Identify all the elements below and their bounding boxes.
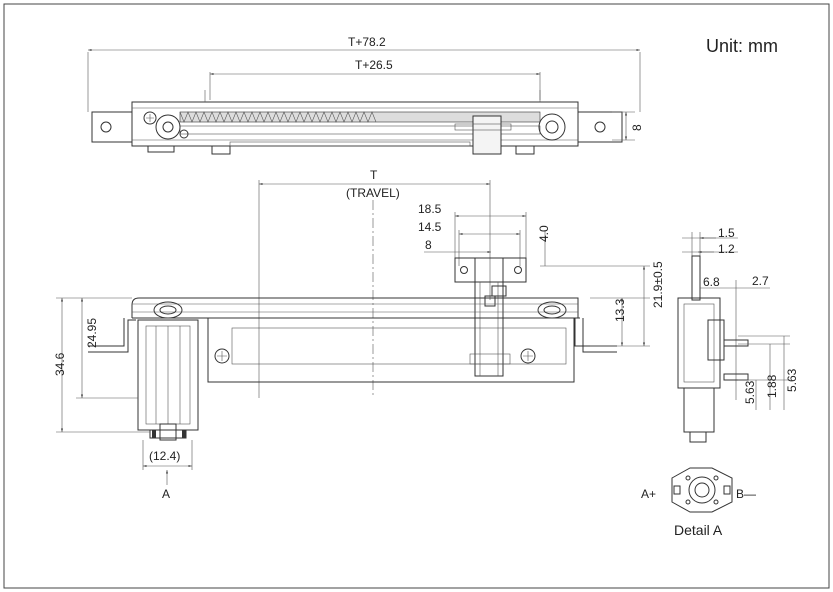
dim-travel-caption: (TRAVEL) [346, 186, 400, 200]
dim-34-6: 34.6 [53, 352, 67, 376]
terminal-a-plus [673, 485, 681, 495]
frame-outline [131, 297, 579, 318]
mount-tab-left [91, 111, 133, 143]
dim-18-5: 18.5 [418, 202, 442, 216]
dim-13-3: 13.3 [613, 298, 627, 322]
dim-4-0: 4.0 [537, 225, 551, 242]
dim-2-7: 2.7 [752, 274, 769, 288]
mount-screw-left [214, 348, 230, 364]
side-motor [683, 387, 715, 433]
pulley-front-left [153, 301, 183, 319]
knob-lever-top [472, 115, 502, 155]
pulley-left [155, 114, 181, 140]
mount-hole-left [100, 121, 112, 133]
top-view: T+78.2 T+26.5 [87, 35, 644, 155]
pulley-front-right [537, 301, 567, 319]
dim-21-9: 21.9±0.5 [651, 261, 665, 308]
mount-tab-right [577, 111, 623, 143]
dim-terminal-span: T+26.5 [355, 58, 393, 72]
dim-6-8: 6.8 [703, 275, 720, 289]
detail-a-caption: Detail A [674, 522, 723, 538]
knob-lever-front [474, 257, 504, 377]
screw-left [143, 111, 157, 125]
dim-top-height: 8 [630, 124, 644, 131]
terminal-b-minus [723, 485, 731, 495]
front-view: T (TRAVEL) 18.5 14.5 8 4.0 [53, 168, 665, 501]
unit-label: Unit: mm [706, 36, 778, 56]
knob-plate [454, 257, 527, 283]
pulley-right [538, 113, 566, 141]
detail-a-plus-label: A+ [641, 487, 656, 501]
dim-24-95: 24.95 [85, 318, 99, 348]
dim-1-2: 1.2 [718, 242, 735, 256]
detail-a-outline [671, 467, 733, 513]
mount-hole-right [594, 121, 606, 133]
dim-5-63-b: 5.63 [785, 368, 799, 392]
dim-8: 8 [425, 238, 432, 252]
dim-travel: T [370, 168, 378, 182]
dim-overall-length: T+78.2 [348, 35, 386, 49]
detail-b-minus-label: B— [736, 487, 756, 501]
dim-12-4: (12.4) [149, 449, 180, 463]
dim-1-5: 1.5 [718, 226, 735, 240]
dim-1-88: 1.88 [765, 374, 779, 398]
dim-5-63-a: 5.63 [743, 380, 757, 404]
sheet-border [3, 3, 830, 589]
side-lever [691, 255, 701, 301]
mount-screw-right [520, 348, 536, 364]
detail-a: A+ B— Detail A [641, 467, 756, 538]
view-arrow-label: A [162, 487, 170, 501]
detail-a-shaft [694, 482, 710, 498]
side-view: 1.5 1.2 6.8 2.7 5.63 1.88 5.63 [677, 226, 799, 443]
resistor-plate [207, 317, 575, 383]
dim-14-5: 14.5 [418, 220, 442, 234]
